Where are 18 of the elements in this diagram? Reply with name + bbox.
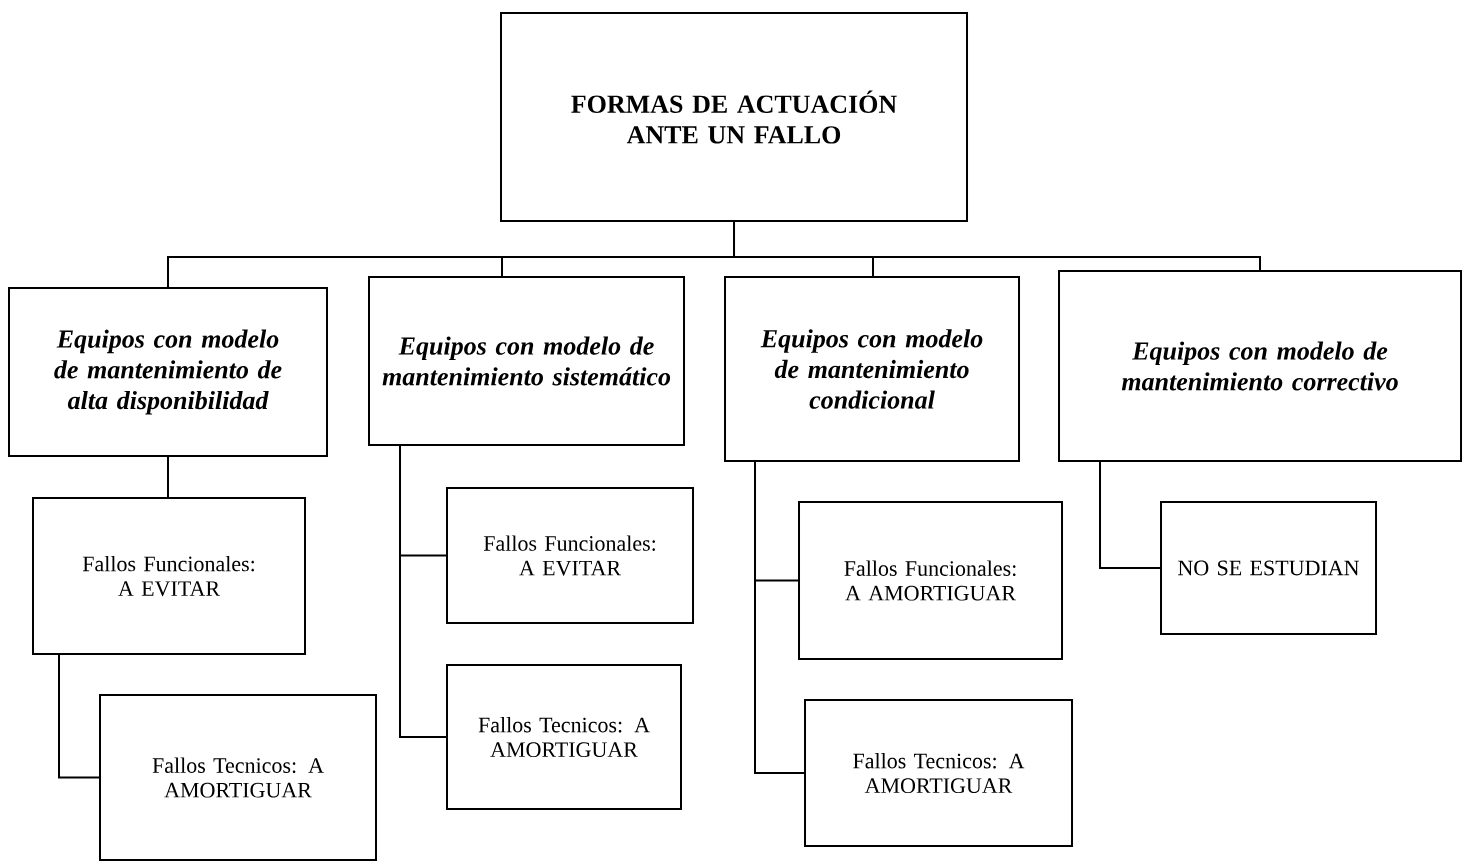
connector-line — [399, 445, 447, 738]
category-box: Equipos con modelo de mantenimiento correctivo — [1058, 270, 1462, 462]
connector-line — [1099, 461, 1161, 569]
category-box: Equipos con modelo de mantenimiento condicional — [724, 276, 1020, 462]
failure-box: Fallos Funcionales: A EVITAR — [32, 497, 306, 655]
connector-line — [167, 456, 169, 498]
connector-line — [754, 461, 805, 774]
connector-line — [733, 221, 1261, 271]
category-box: Equipos con modelo de mantenimiento sistemático — [368, 276, 685, 446]
failure-box: Fallos Funcionales: A AMORTIGUAR — [798, 501, 1063, 660]
failure-box: Fallos Tecnicos: A AMORTIGUAR — [446, 664, 682, 810]
category-box: Equipos con modelo de mantenimiento de alta disponibilidad — [8, 287, 328, 457]
connector-line — [58, 654, 100, 779]
failure-box: Fallos Funcionales: A EVITAR — [446, 487, 694, 624]
failure-box: Fallos Tecnicos: A AMORTIGUAR — [804, 699, 1073, 847]
failure-box: Fallos Tecnicos: A AMORTIGUAR — [99, 694, 377, 861]
title-box: FORMAS DE ACTUACIÓN ANTE UN FALLO — [500, 12, 968, 222]
result-box: NO SE ESTUDIAN — [1160, 501, 1377, 635]
